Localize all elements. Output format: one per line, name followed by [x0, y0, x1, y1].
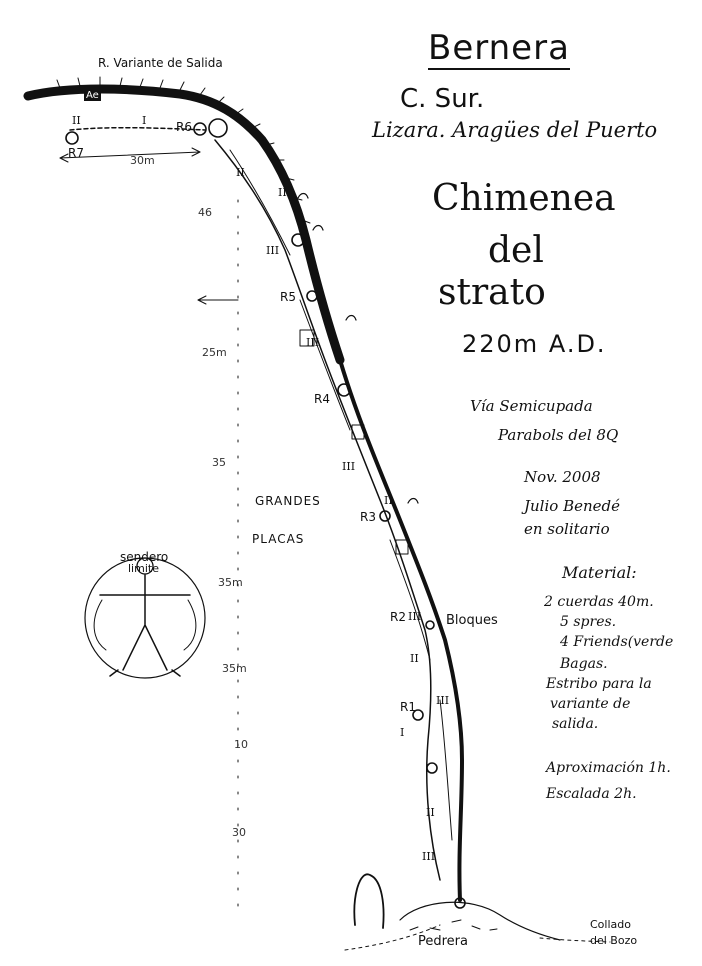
material-item: 2 cuerdas 40m.: [544, 594, 654, 610]
pitch-length: 30: [232, 826, 246, 839]
material-heading: Material:: [562, 563, 637, 582]
pitch-length: 35: [212, 456, 226, 469]
bloques-label: Bloques: [446, 613, 498, 628]
author-line2: en solitario: [524, 520, 610, 538]
belay-r6: [193, 122, 207, 136]
summit-ridge: [23, 84, 345, 365]
belay-r3: [379, 510, 391, 522]
climb-time: Escalada 2h.: [546, 786, 637, 802]
pitch-length: 46: [198, 206, 212, 219]
pitch-grade: III: [342, 460, 356, 473]
material-item: salida.: [552, 716, 599, 732]
material-item: variante de: [550, 696, 631, 712]
pitch-length: 10: [234, 738, 248, 751]
pitch-grade: III: [422, 850, 436, 863]
belay-r4: [337, 383, 351, 397]
material-item: Estribo para la: [546, 676, 652, 692]
limite-label: limite: [128, 562, 159, 575]
pitch-grade: I: [400, 726, 405, 739]
route-name-line2: del: [488, 230, 544, 271]
page-title: Bernera: [428, 28, 570, 70]
pitch-grade: II: [384, 494, 393, 507]
collado-label-line2: del Bozo: [590, 934, 638, 947]
rock-pinnacle: [353, 873, 385, 929]
grandes-label: GRANDES: [255, 494, 321, 508]
belay-r7: [65, 131, 79, 145]
style-line2: Parabols del 8Q: [498, 426, 619, 444]
belay-r1: [412, 709, 424, 721]
placas-label: PLACAS: [252, 532, 305, 546]
pitch-grade: II: [72, 114, 81, 127]
belay-r5-label: R5: [280, 290, 296, 304]
pitch-length: 35m: [222, 662, 247, 675]
pitch-length: 30m: [130, 154, 155, 167]
belay-start: [426, 762, 438, 774]
face-label: C. Sur.: [400, 84, 485, 114]
belay-r1-label: R1: [400, 700, 416, 714]
route-grade: 220m A.D.: [462, 330, 607, 358]
main-climbing-line: [338, 358, 464, 902]
belay-r3-label: R3: [360, 510, 376, 524]
collado-label-line1: Collado: [590, 918, 631, 931]
route-name-line1: Chimenea: [432, 178, 616, 219]
pitch-grade: III: [266, 244, 280, 257]
approach-time: Aproximación 1h.: [546, 760, 671, 776]
pitch-grade: III: [436, 694, 450, 707]
belay-r4-label: R4: [314, 392, 330, 406]
vitruvian-figure: [99, 574, 191, 677]
pitch-grade: III: [408, 610, 422, 623]
pitch-grade: III: [306, 336, 320, 349]
pedrera-scree: [399, 901, 561, 941]
pitch-length: 25m: [202, 346, 227, 359]
belay-r7-label: R7: [68, 146, 84, 160]
approach-path: [344, 924, 611, 951]
pitch-grade: II: [236, 166, 245, 179]
style-line1: Vía Semicupada: [470, 397, 593, 415]
belay-r2-label: R2: [390, 610, 406, 624]
pitch-grade: I: [142, 114, 147, 127]
belay-r5: [306, 290, 318, 302]
material-item: Bagas.: [560, 656, 608, 672]
location-label: Lizara. Aragües del Puerto: [372, 118, 658, 142]
route-name-line3: strato: [438, 272, 546, 313]
author-line1: Julio Benedé: [524, 497, 620, 515]
pitch-grade: II: [278, 186, 287, 199]
pitch-grade: II: [410, 652, 419, 665]
exit-traverse: [69, 126, 206, 131]
exit-variant-label: R. Variante de Salida: [98, 56, 223, 70]
belay-r6-label: R6: [176, 120, 192, 134]
belay-r2: [425, 620, 435, 630]
chimney-left-edge: [214, 139, 441, 881]
pitch-grade: II: [426, 806, 435, 819]
sendero-label: sendero: [120, 550, 169, 564]
material-item: 5 spres.: [560, 614, 617, 630]
material-item: 4 Friends(verde: [560, 634, 674, 650]
pitch-length: 35m: [218, 576, 243, 589]
pedrera-label: Pedrera: [418, 934, 468, 949]
ae-label: Ae: [84, 90, 101, 101]
date-label: Nov. 2008: [524, 468, 601, 486]
